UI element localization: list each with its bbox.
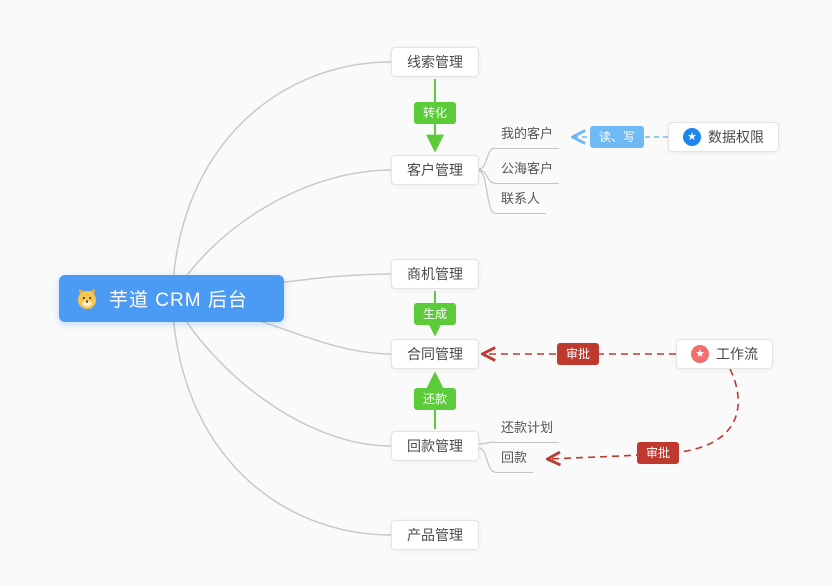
node-contract-management: 合同管理 <box>391 339 479 369</box>
dog-face-icon <box>78 288 96 309</box>
node-receivable-management: 回款管理 <box>391 431 479 461</box>
edge-label-convert: 转化 <box>413 102 457 124</box>
edge-label-repay: 还款 <box>413 388 457 410</box>
edge-label-generate: 生成 <box>413 303 457 325</box>
node-customer-management: 客户管理 <box>391 155 479 185</box>
leaf-label: 公海客户 <box>501 161 554 176</box>
node-product-management: 产品管理 <box>391 520 479 550</box>
root-node-crm-backend: 芋道 CRM 后台 <box>59 275 284 322</box>
branch-line-leads <box>171 61 392 299</box>
leaf-my-customers: 我的客户 <box>495 125 560 149</box>
node-business-management: 商机管理 <box>391 259 479 289</box>
leaf-label: 回款 <box>501 450 528 465</box>
branch-line-product <box>171 297 392 536</box>
arrow-approve-payment <box>549 368 739 459</box>
star-icon: ★ <box>683 128 701 146</box>
leaf-line-my-customers <box>478 147 496 170</box>
node-label: 产品管理 <box>407 527 463 543</box>
branch-line-customers <box>171 169 392 299</box>
node-label: 工作流 <box>716 346 758 362</box>
leaf-line-payment <box>478 447 496 473</box>
leaf-payment: 回款 <box>495 449 534 473</box>
edge-label-read-write: 读、写 <box>589 126 645 148</box>
node-data-permission: ★ 数据权限 <box>668 122 779 152</box>
node-workflow: ★ 工作流 <box>676 339 773 369</box>
leaf-label: 还款计划 <box>501 420 554 435</box>
root-node-label: 芋道 CRM 后台 <box>109 290 248 311</box>
node-label: 数据权限 <box>708 129 764 145</box>
leaf-label: 联系人 <box>501 191 541 206</box>
branch-line-receivable <box>171 297 392 447</box>
node-label: 线索管理 <box>407 54 463 70</box>
node-label: 回款管理 <box>407 438 463 454</box>
leaf-repayment-plan: 还款计划 <box>495 419 560 443</box>
leaf-line-public-customers <box>478 169 496 184</box>
node-label: 商机管理 <box>407 266 463 282</box>
leaf-line-repayment-plan <box>478 441 496 445</box>
edge-label-approve-receivable: 审批 <box>636 442 680 464</box>
star-icon: ★ <box>691 345 709 363</box>
leaf-public-customers: 公海客户 <box>495 160 560 184</box>
edge-label-approve-contract: 审批 <box>556 343 600 365</box>
node-label: 客户管理 <box>407 162 463 178</box>
leaf-connector-lines <box>478 147 496 473</box>
node-label: 合同管理 <box>407 346 463 362</box>
node-lead-management: 线索管理 <box>391 47 479 77</box>
leaf-label: 我的客户 <box>501 126 554 141</box>
leaf-contacts: 联系人 <box>495 190 547 214</box>
leaf-line-contacts <box>478 170 496 214</box>
